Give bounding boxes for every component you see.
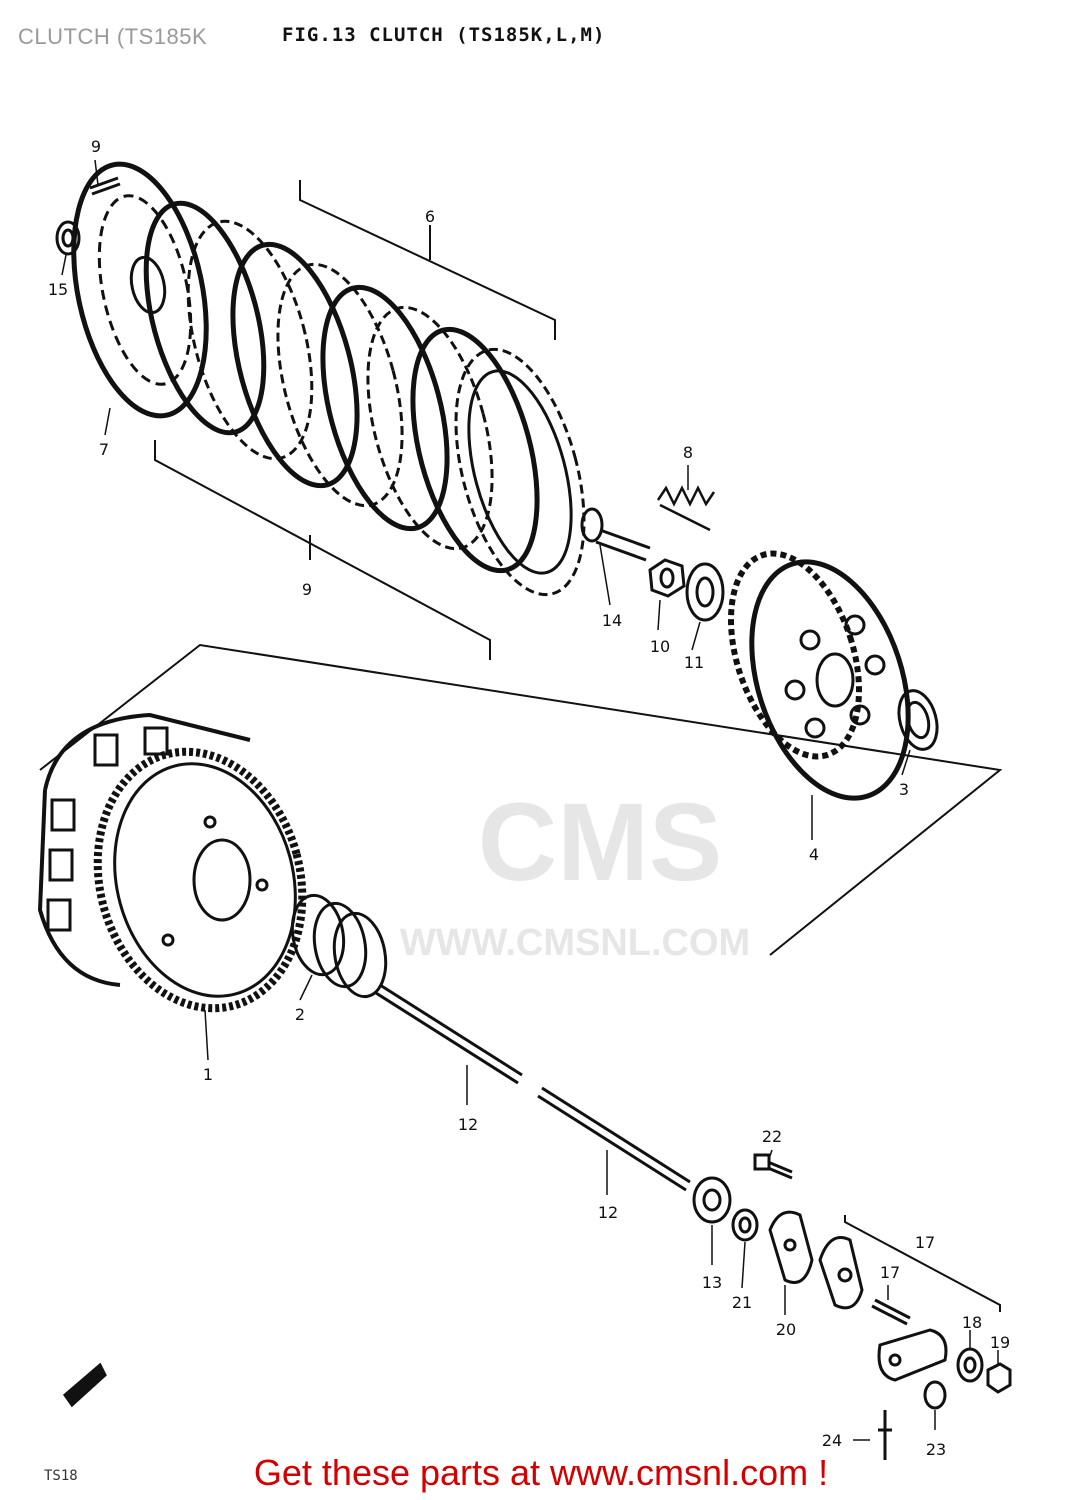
callout-leaders bbox=[61, 159, 999, 1430]
release-arm bbox=[877, 1328, 948, 1382]
part-22-bolt bbox=[753, 1153, 793, 1180]
callout-22: 22 bbox=[762, 1127, 782, 1146]
corner-model-code: TS18 bbox=[44, 1468, 78, 1484]
part-17-release-assembly bbox=[818, 1215, 1001, 1326]
callout-23: 23 bbox=[926, 1440, 946, 1459]
part-23-collar bbox=[923, 1380, 947, 1410]
watermark-logo-text: CMS bbox=[478, 781, 722, 904]
part-24-pin bbox=[853, 1410, 892, 1460]
callout-4: 4 bbox=[809, 845, 819, 864]
part-14-push-piece bbox=[580, 507, 651, 562]
part-3-thrust-washer bbox=[897, 689, 939, 751]
callout-20: 20 bbox=[776, 1320, 796, 1339]
part-10-nut bbox=[648, 558, 686, 598]
part-19-nut bbox=[986, 1362, 1012, 1394]
callout-17: 17 bbox=[880, 1263, 900, 1282]
callout-14: 14 bbox=[602, 611, 622, 630]
callout-18: 18 bbox=[962, 1313, 982, 1332]
part-18-washer bbox=[956, 1347, 984, 1383]
assembly-outline bbox=[39, 643, 1003, 956]
callout-8: 8 bbox=[683, 443, 693, 462]
callout-6: 6 bbox=[425, 207, 435, 226]
part-11-washer bbox=[685, 562, 725, 622]
clutch-plate-stack bbox=[143, 200, 586, 597]
page-title: CLUTCH (TS185K bbox=[18, 24, 208, 49]
figure-title: FIG.13 CLUTCH (TS185K,L,M) bbox=[282, 24, 606, 46]
part-20-release-cover bbox=[768, 1210, 814, 1284]
part-6-bracket bbox=[299, 180, 556, 340]
part-2-spring-rings bbox=[290, 893, 388, 999]
callout-11: 11 bbox=[684, 653, 704, 672]
callout-5: 9 bbox=[302, 580, 312, 599]
part-7-pressure-plate bbox=[71, 161, 209, 419]
part-13-bearing bbox=[692, 1176, 732, 1224]
cmsnl-parts-link[interactable]: Get these parts at www.cmsnl.com ! bbox=[253, 1452, 829, 1493]
callout-17-group: 17 bbox=[915, 1233, 935, 1252]
part-8-spring bbox=[656, 485, 716, 532]
part-9-screw bbox=[89, 176, 121, 196]
part-1-clutch-housing bbox=[37, 712, 307, 1013]
callout-3: 3 bbox=[899, 780, 909, 799]
front-direction-arrow bbox=[62, 1362, 107, 1408]
callout-15: 15 bbox=[48, 280, 68, 299]
callout-19: 19 bbox=[990, 1333, 1010, 1352]
callout-labels: 9 15 7 6 9 8 14 10 11 3 4 1 2 12 12 13 2… bbox=[48, 137, 1010, 1459]
callout-12-left: 12 bbox=[458, 1115, 478, 1134]
part-12-push-rod-left bbox=[375, 983, 523, 1085]
callout-12-right: 12 bbox=[598, 1203, 618, 1222]
callout-9: 9 bbox=[91, 137, 101, 156]
callout-7: 7 bbox=[99, 440, 109, 459]
callout-24: 24 bbox=[822, 1431, 842, 1450]
callout-21: 21 bbox=[732, 1293, 752, 1312]
cms-watermark: CMS WWW.CMSNL.COM bbox=[400, 781, 750, 964]
part-4-sleeve-hub bbox=[728, 550, 911, 801]
part-5-bracket bbox=[154, 440, 491, 660]
watermark-url-text: WWW.CMSNL.COM bbox=[400, 922, 750, 964]
part-21-oil-seal bbox=[731, 1208, 759, 1242]
callout-1: 1 bbox=[203, 1065, 213, 1084]
callout-10: 10 bbox=[650, 637, 670, 656]
part-12-push-rod-right bbox=[537, 1086, 691, 1192]
callout-2: 2 bbox=[295, 1005, 305, 1024]
callout-13: 13 bbox=[702, 1273, 722, 1292]
